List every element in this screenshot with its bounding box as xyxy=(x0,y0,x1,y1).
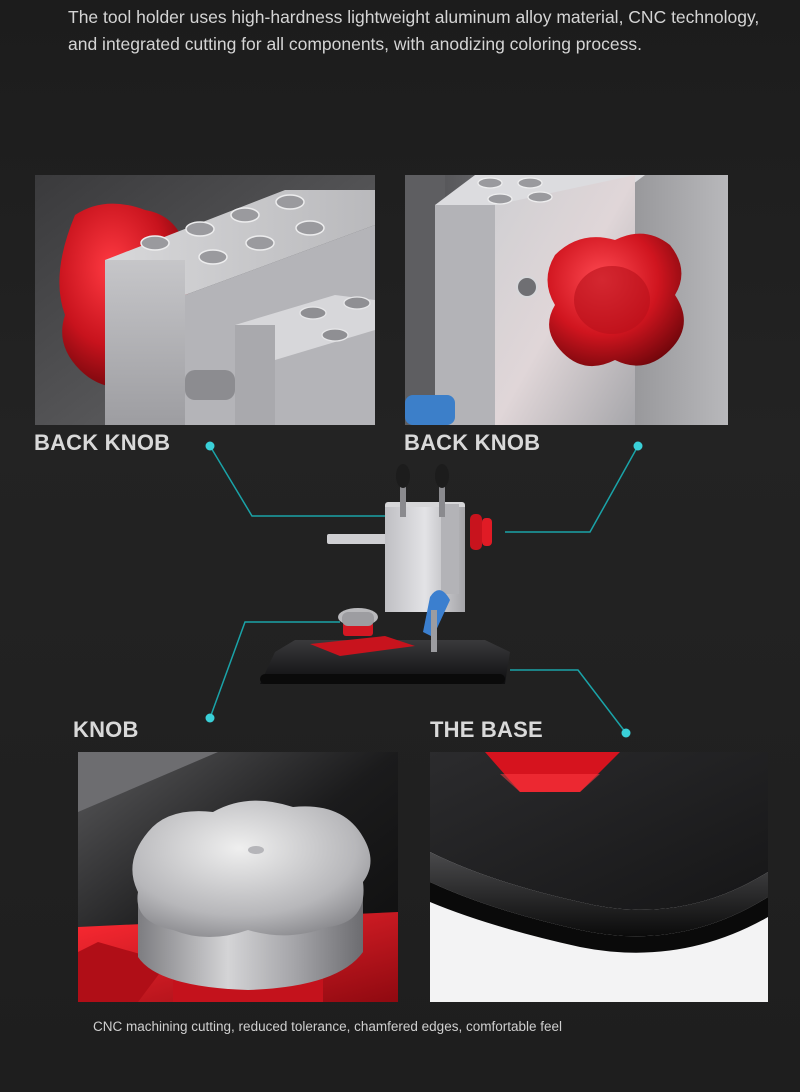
label-back-knob-right: BACK KNOB xyxy=(404,430,541,455)
footnote-text: CNC machining cutting, reduced tolerance… xyxy=(93,1019,562,1034)
photo-back-knob-right xyxy=(405,175,728,425)
label-the-base: THE BASE xyxy=(430,717,543,742)
photo-tool-holder-assembly xyxy=(255,462,515,692)
photo-knob xyxy=(78,752,398,1002)
label-knob: KNOB xyxy=(73,717,139,742)
label-back-knob-left: BACK KNOB xyxy=(34,430,171,455)
leader-back-knob-left xyxy=(209,445,385,517)
dot-back-knob-left xyxy=(205,441,215,451)
dot-back-knob-right xyxy=(633,441,643,451)
leader-back-knob-right xyxy=(505,445,639,533)
intro-text: The tool holder uses high-hardness light… xyxy=(68,7,760,54)
photo-back-knob-left xyxy=(35,175,375,425)
dot-the-base xyxy=(621,728,631,738)
photo-the-base xyxy=(430,752,768,1002)
dot-knob xyxy=(205,713,215,723)
leader-knob xyxy=(209,621,340,719)
leader-the-base xyxy=(510,669,627,734)
